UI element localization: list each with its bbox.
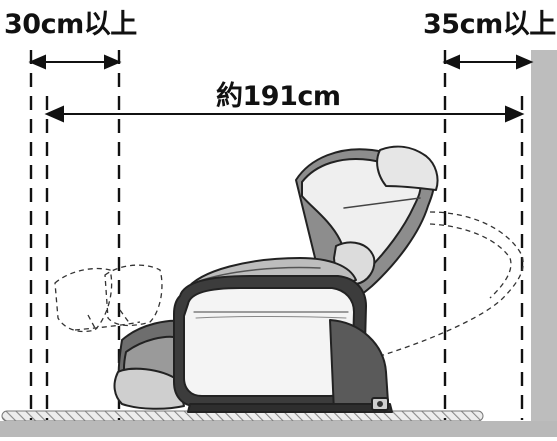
- floor-base: [0, 421, 557, 437]
- dimension-arrows: [28, 54, 534, 123]
- wall: [531, 50, 557, 437]
- total-length-label: 約191cm: [216, 81, 341, 112]
- rear-clearance-label: 30cm以上: [4, 9, 137, 40]
- front-clearance-label: 35cm以上: [423, 9, 556, 40]
- reclined-silhouette: [54, 211, 524, 363]
- massage-chair: [113, 145, 439, 413]
